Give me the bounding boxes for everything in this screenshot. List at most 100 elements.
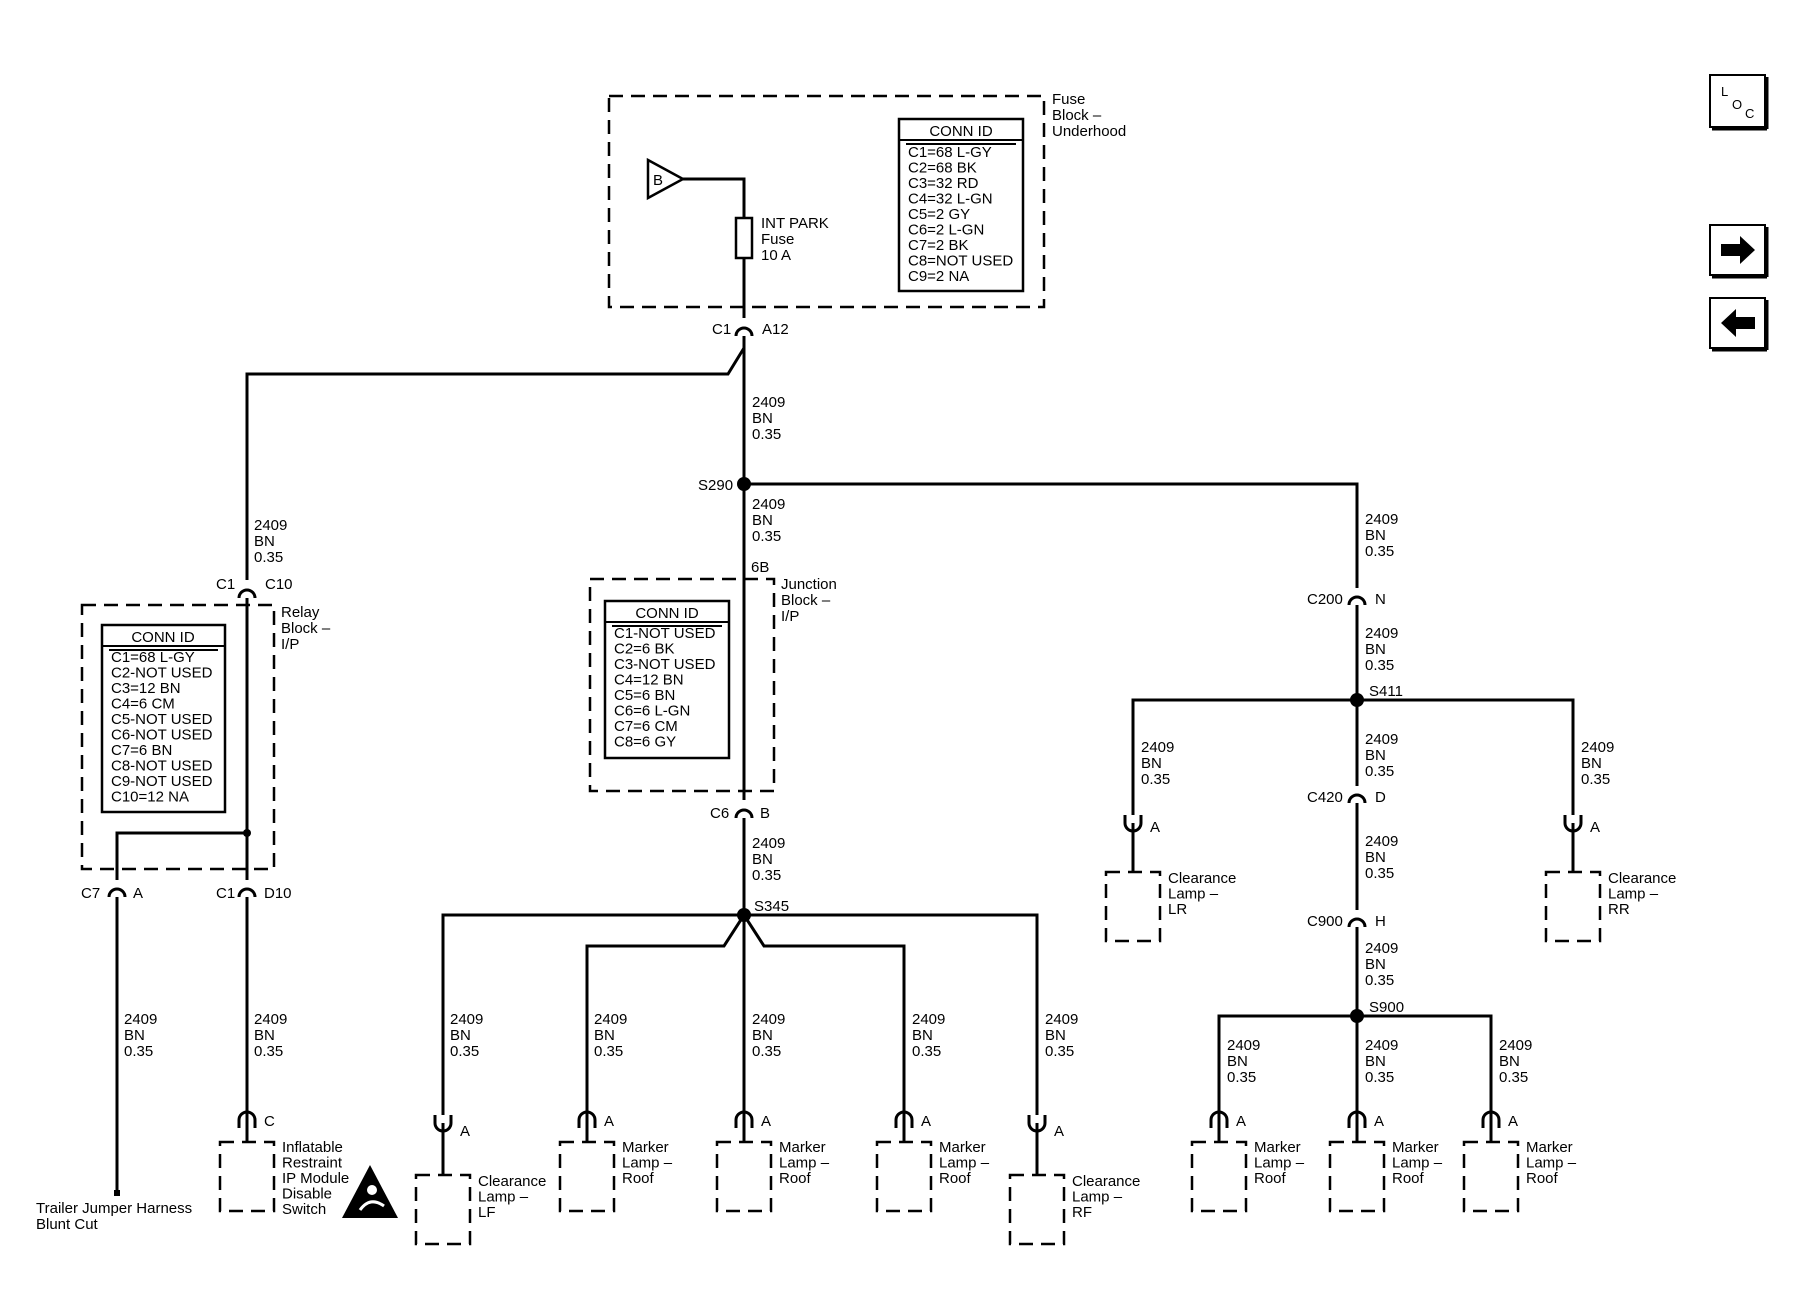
svg-text:A: A	[1236, 1113, 1246, 1130]
svg-text:A: A	[1054, 1123, 1064, 1140]
svg-text:CONN ID: CONN ID	[635, 605, 699, 622]
svg-text:C420: C420	[1307, 789, 1343, 806]
loc-letter-c: C	[1745, 106, 1754, 121]
cap-m6	[1481, 1110, 1501, 1142]
svg-text:A: A	[133, 885, 143, 902]
svg-text:A: A	[761, 1113, 771, 1130]
wires	[115, 177, 1575, 1195]
fuse-symbol	[734, 216, 754, 260]
svg-text:N: N	[1375, 591, 1386, 608]
cap-airbag	[237, 1110, 257, 1142]
svg-text:D: D	[1375, 789, 1386, 806]
svg-text:A: A	[921, 1113, 931, 1130]
svg-text:CONN ID: CONN ID	[929, 123, 993, 140]
svg-text:S290: S290	[698, 477, 733, 494]
svg-text:C1: C1	[216, 576, 235, 593]
svg-text:A: A	[604, 1113, 614, 1130]
connector-symbols	[107, 326, 1583, 1142]
loc-letter-l: L	[1721, 84, 1728, 99]
splice-dots	[243, 477, 1364, 1023]
svg-text:A: A	[1374, 1113, 1384, 1130]
svg-text:S345: S345	[754, 898, 789, 915]
svg-text:C1: C1	[712, 321, 731, 338]
arrow-right-icon	[1721, 236, 1755, 264]
svg-text:A: A	[1590, 819, 1600, 836]
arrow-left-icon	[1721, 309, 1755, 337]
svg-text:S411: S411	[1369, 683, 1403, 700]
svg-text:A: A	[1150, 819, 1160, 836]
loc-letter-o: O	[1732, 97, 1742, 112]
svg-text:A: A	[460, 1123, 470, 1140]
svg-text:C10: C10	[265, 576, 293, 593]
svg-text:C200: C200	[1307, 591, 1343, 608]
forward-button[interactable]	[1709, 224, 1769, 279]
battery-source-triangle	[646, 157, 686, 201]
connector-labels: C1 A12 C1 C10 C6 B C7 A C1 D10 C200 N C4…	[81, 321, 1386, 930]
loc-button[interactable]: L O C	[1709, 74, 1769, 131]
cap-m4	[1209, 1110, 1229, 1142]
svg-text:B: B	[760, 805, 770, 822]
cap-m3	[894, 1110, 914, 1142]
cap-m2	[734, 1110, 754, 1142]
svg-text:C: C	[264, 1113, 275, 1130]
cap-m1	[577, 1110, 597, 1142]
back-button[interactable]	[1709, 297, 1769, 352]
source-label: B	[653, 172, 663, 189]
airbag-warning-icon	[342, 1165, 398, 1218]
svg-text:C7: C7	[81, 885, 100, 902]
svg-text:H: H	[1375, 913, 1386, 930]
splice-labels: S290 S345 S411 S900	[698, 477, 1404, 1016]
junction-block-pin: 6B	[751, 559, 769, 576]
svg-text:A: A	[1508, 1113, 1518, 1130]
